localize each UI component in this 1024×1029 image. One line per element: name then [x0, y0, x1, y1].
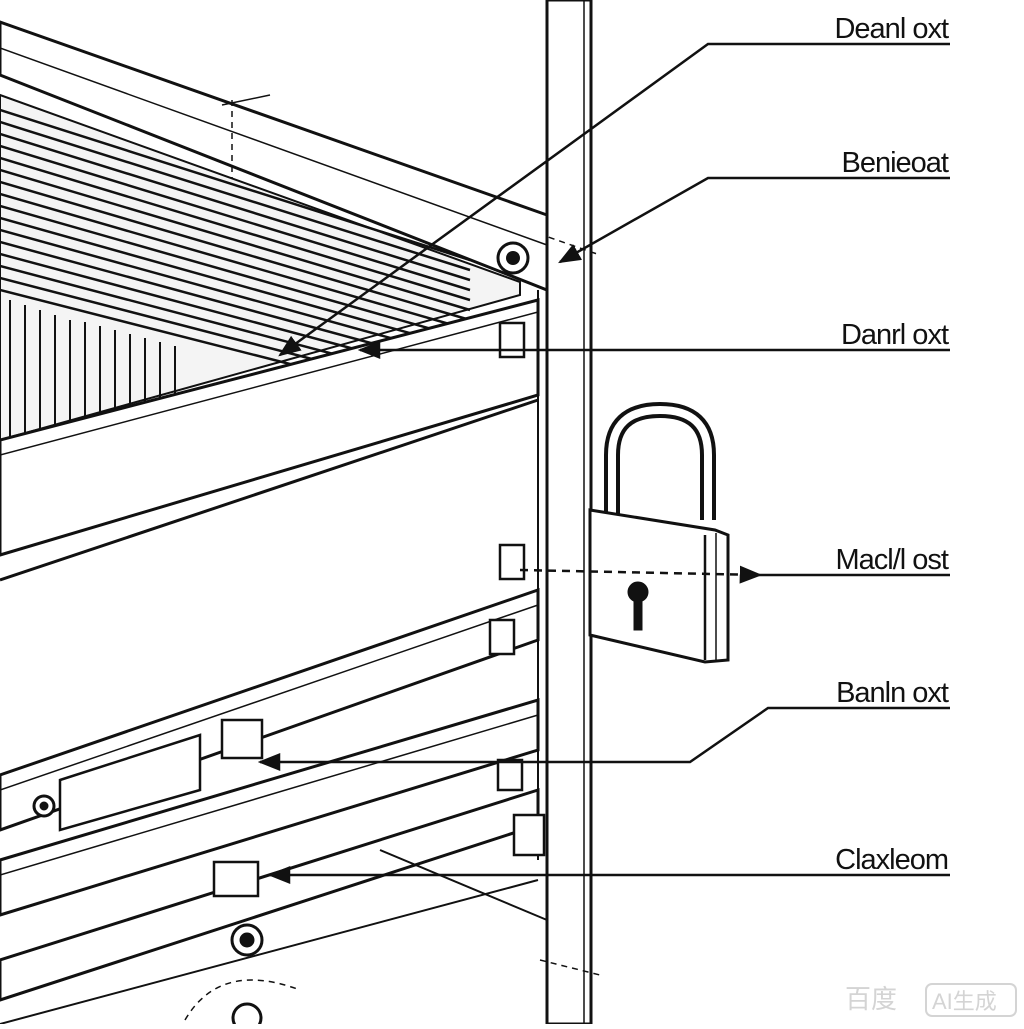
padlock-icon — [588, 401, 730, 664]
watermark: 百度 AI生成 — [845, 983, 1017, 1017]
keyhole-icon — [627, 581, 649, 631]
lower-rails — [0, 587, 548, 1025]
mounting-brackets — [212, 321, 546, 898]
callout-label-2: Benieoat — [842, 147, 949, 179]
leader-line-4 — [519, 565, 763, 584]
top-frame-rail — [0, 20, 549, 293]
top-bolt — [496, 241, 530, 275]
slatted-panel — [0, 93, 521, 442]
callout-label-5: Banln oxt — [836, 677, 949, 709]
callout-label-4: Macl/l ost — [836, 544, 949, 576]
callout-label-6: Claxleom — [835, 844, 948, 876]
leader-line-5 — [257, 706, 950, 771]
watermark-logo: 百度 — [845, 984, 897, 1014]
callout-label-1: Deanl oxt — [834, 13, 948, 45]
callout-label-3: Danrl oxt — [841, 319, 949, 351]
bolts — [32, 794, 301, 1029]
leader-lines — [257, 42, 950, 884]
callout-labels: Deanl oxt Benieoat Danrl oxt Macl/l ost … — [834, 13, 949, 876]
watermark-badge: AI生成 — [932, 989, 997, 1014]
leader-line-1 — [278, 42, 950, 357]
leader-line-2 — [558, 176, 950, 264]
